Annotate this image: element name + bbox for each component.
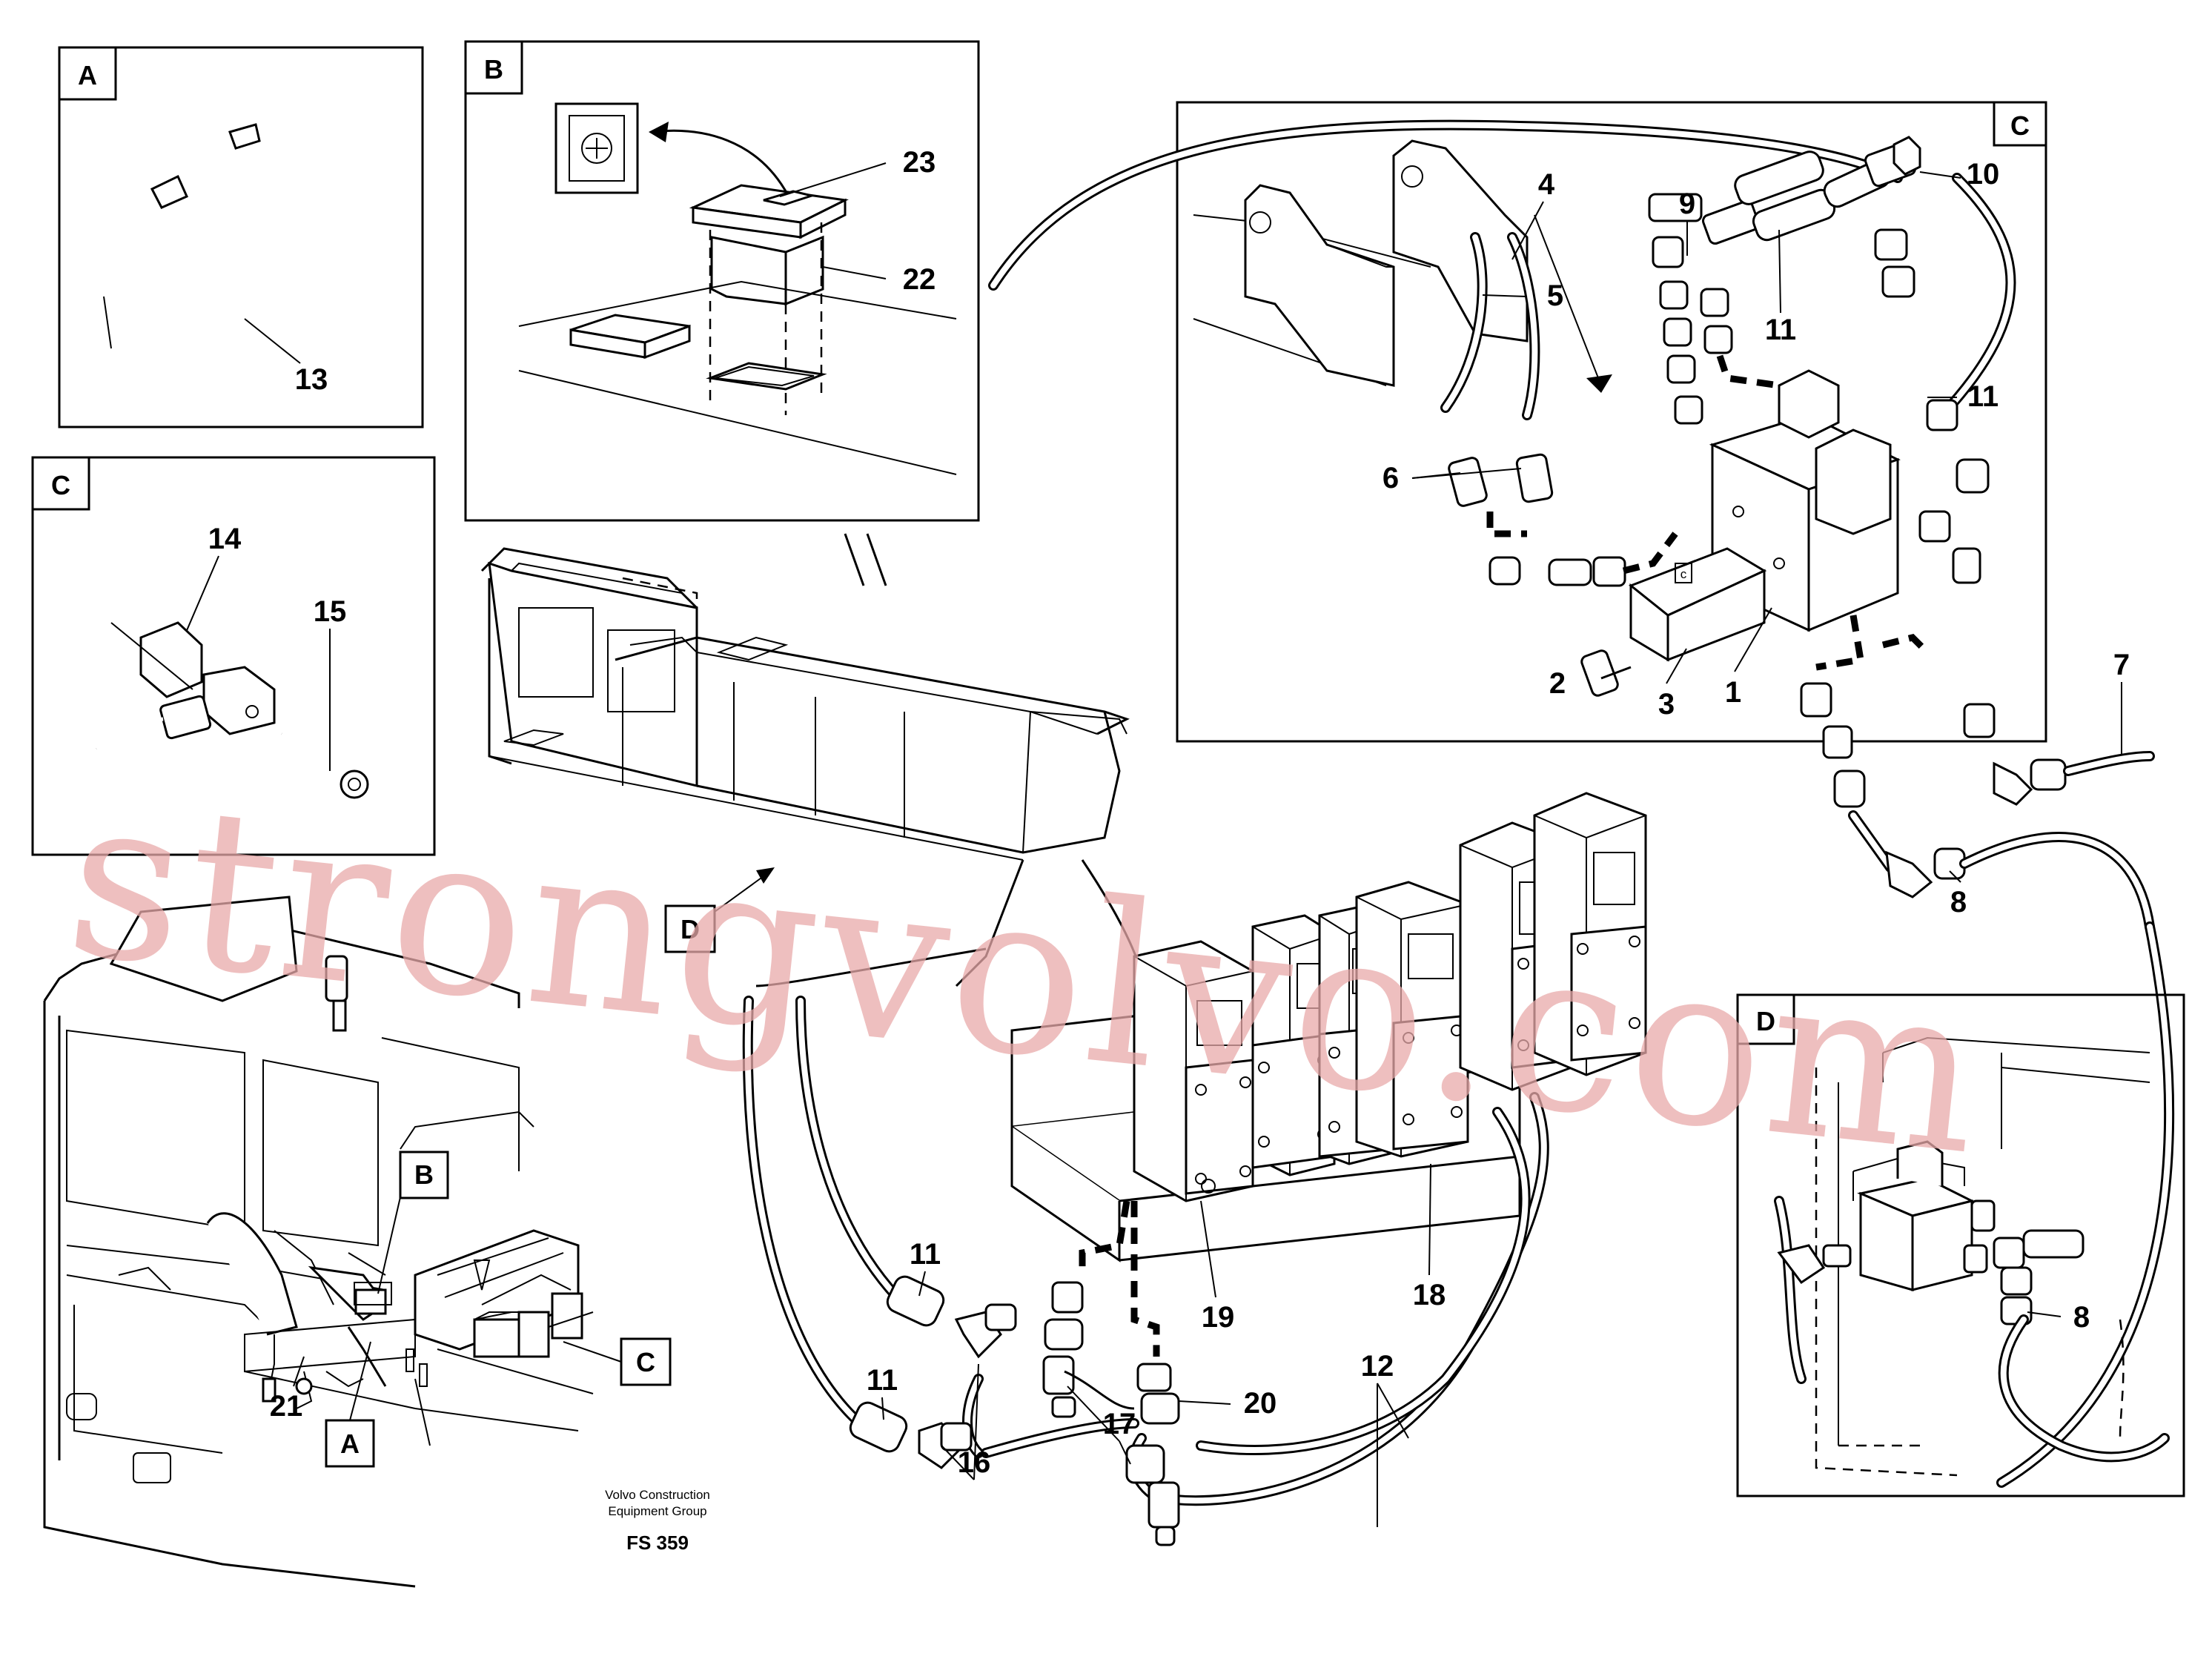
caption-code: FS 359: [626, 1532, 689, 1554]
cab-a-letter: A: [340, 1429, 360, 1459]
valve-bank: [1010, 792, 1647, 1262]
callout-11-low1: 11: [910, 1238, 941, 1271]
callout-13: 13: [295, 363, 328, 396]
excavator-body: [480, 533, 1147, 1032]
callout-9: 9: [1679, 188, 1695, 220]
sensor-drawing: [95, 621, 369, 799]
callout-14: 14: [208, 523, 242, 555]
view-d-marker: D: [664, 867, 775, 953]
switch-panel: [518, 280, 957, 475]
callout-21: 21: [270, 1390, 303, 1423]
caption-company-1: Volvo Construction: [605, 1488, 710, 1502]
callout-23: 23: [903, 146, 936, 179]
callout-3: 3: [1658, 688, 1675, 721]
panel-d-letter: D: [1756, 1006, 1775, 1036]
callout-2: 2: [1549, 667, 1566, 700]
view-d-letter: D: [681, 914, 700, 944]
boom-bracket: [1193, 139, 1529, 387]
rocker-switch: [689, 184, 849, 415]
callout-10: 10: [1967, 158, 2000, 191]
callout-15: 15: [314, 595, 347, 628]
panel-c-main-letter: C: [2010, 110, 2030, 141]
callout-11-right: 11: [1967, 380, 1999, 413]
callout-1: 1: [1725, 676, 1741, 709]
cab-marker-c: C: [563, 1337, 672, 1386]
callout-4: 4: [1538, 168, 1555, 201]
callout-22: 22: [903, 263, 936, 296]
hoses-upper: [988, 119, 2016, 420]
callout-11-top: 11: [1765, 314, 1796, 346]
callout-11-low2: 11: [867, 1364, 898, 1397]
callout-8-main: 8: [1950, 886, 1967, 918]
callout-7: 7: [2113, 649, 2130, 681]
callout-18: 18: [1413, 1279, 1446, 1311]
callout-19: 19: [1202, 1301, 1235, 1334]
panel-c-small-letter: C: [51, 470, 70, 500]
cable-tie-drawing: [101, 123, 331, 370]
fittings-and-lines: [1448, 136, 1990, 697]
cab-marker-a: A: [325, 1341, 375, 1468]
panel-b-letter: B: [484, 54, 503, 85]
cab-c-letter: C: [636, 1347, 655, 1377]
callout-20: 20: [1244, 1387, 1277, 1420]
callout-8-d: 8: [2073, 1301, 2090, 1334]
callout-5: 5: [1547, 279, 1563, 312]
lower-hoses: [742, 996, 1549, 1546]
cab-view: [43, 896, 594, 1588]
switch-symbol-icon: [554, 102, 639, 194]
caption-company-2: Equipment Group: [608, 1504, 706, 1518]
callout-6: 6: [1382, 462, 1399, 494]
caption: Volvo Construction Equipment Group FS 35…: [605, 1488, 710, 1554]
panel-b: B 23: [464, 40, 980, 522]
lower-right-fittings: 7 8: [1800, 649, 2175, 1488]
panel-c-small: C 14 15: [31, 456, 436, 856]
callout-17: 17: [1103, 1408, 1136, 1440]
cab-marker-b: B: [377, 1151, 449, 1294]
svg-text:c: c: [1680, 567, 1687, 581]
panel-a: A 13: [58, 46, 424, 428]
panel-d: D 8: [1736, 993, 2185, 1497]
cab-b-letter: B: [414, 1159, 434, 1190]
callout-12: 12: [1361, 1350, 1394, 1383]
panel-a-letter: A: [78, 60, 97, 90]
valve-block: c: [1629, 369, 1901, 662]
panel-c-main: C: [988, 101, 2047, 743]
